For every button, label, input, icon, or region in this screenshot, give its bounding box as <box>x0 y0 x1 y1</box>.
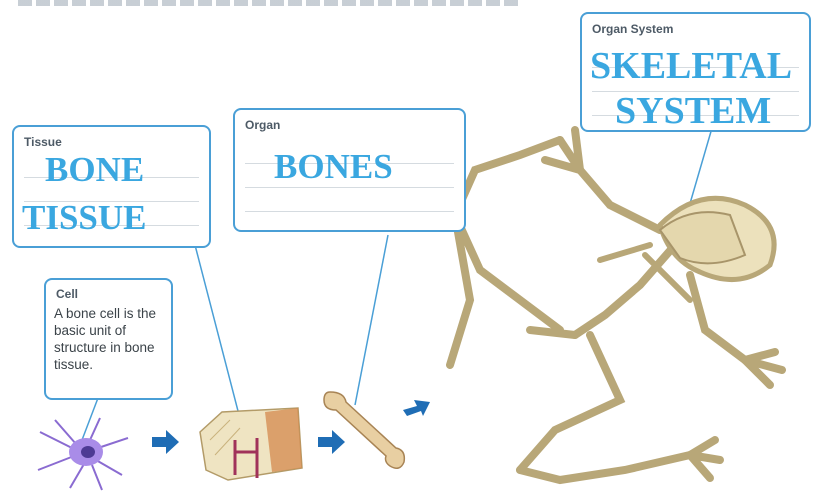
tissue-leader-line <box>195 245 245 438</box>
cell-box: Cell A bone cell is the basic unit of st… <box>44 278 173 400</box>
cell-leader-line <box>82 398 98 440</box>
frog-skeleton-illustration <box>450 130 782 480</box>
cell-label: Cell <box>56 287 78 301</box>
bone-tissue-illustration <box>200 408 302 480</box>
cell-description: A bone cell is the basic unit of structu… <box>54 305 179 373</box>
organ-system-label: Organ System <box>592 22 673 36</box>
organ-leader-line <box>355 235 388 405</box>
organ-label: Organ <box>245 118 280 132</box>
organ-system-answer-line1: SKELETAL <box>590 47 792 85</box>
organ-answer: BONES <box>274 149 393 184</box>
tissue-label: Tissue <box>24 135 62 149</box>
arrow-right-icon <box>152 430 179 454</box>
arrow-right-icon <box>318 430 345 454</box>
tissue-answer-line1: BONE <box>45 152 144 187</box>
bone-cell-nucleus <box>81 446 95 458</box>
organ-system-answer-line2: SYSTEM <box>615 92 771 130</box>
tissue-answer-line2: TISSUE <box>22 200 147 235</box>
arrow-right-icon <box>403 400 430 416</box>
bone-illustration <box>324 392 404 468</box>
